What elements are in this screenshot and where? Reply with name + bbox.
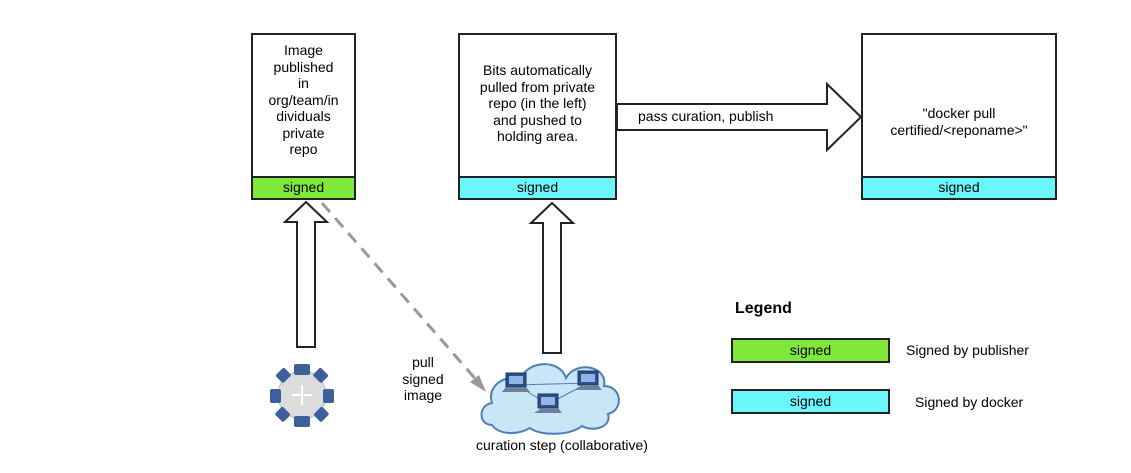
publish-up-arrow <box>282 200 330 348</box>
legend-title: Legend <box>735 300 792 317</box>
curation-up-arrow <box>528 201 576 354</box>
text-line: Bits automatically <box>483 62 592 78</box>
holding-area-box: Bits automatically pulled from private r… <box>458 33 617 178</box>
publisher-repo-box: Image published in org/team/in dividuals… <box>251 33 356 178</box>
text-line: org/team/in <box>268 91 339 108</box>
certified-box-text: "docker pull certified/<reponame>" <box>863 105 1055 138</box>
legend-desc-publisher: Signed by publisher <box>906 342 1029 358</box>
text-line: image <box>403 387 443 403</box>
publish-arrow <box>616 81 863 153</box>
text-line: certified/<reponame>" <box>890 121 1028 138</box>
text-line: and pushed to <box>493 111 582 128</box>
text-line: signed <box>402 370 444 387</box>
legend-swatch-publisher: signed <box>731 338 890 363</box>
certified-signed-badge: signed <box>861 176 1057 200</box>
pull-dashed-arrow <box>320 202 481 384</box>
holding-box-text: Bits automatically pulled from private r… <box>460 62 615 145</box>
publisher-box-text: Image published in org/team/in dividuals… <box>253 42 354 158</box>
team-icon <box>270 364 334 427</box>
text-line: dividuals <box>276 108 331 124</box>
text-line: "docker pull <box>922 105 996 121</box>
legend-swatch-docker: signed <box>731 389 890 414</box>
curation-step-label: curation step (collaborative) <box>476 437 648 453</box>
text-line: published <box>273 58 334 75</box>
text-line: holding area. <box>497 128 578 144</box>
text-line: Image <box>284 42 323 58</box>
pull-signed-image-label: pull signed image <box>402 354 444 404</box>
text-line: private <box>282 124 325 141</box>
publish-arrow-label: pass curation, publish <box>638 108 774 124</box>
cloud-network-icon <box>480 363 620 435</box>
text-line: pull <box>412 354 434 370</box>
certified-repo-box: "docker pull certified/<reponame>" <box>861 33 1057 178</box>
publisher-signed-badge: signed <box>251 176 356 200</box>
text-line: repo <box>289 141 318 157</box>
text-line: repo (in the left) <box>488 95 587 111</box>
text-line: in <box>298 75 309 91</box>
text-line: pulled from private <box>479 78 596 95</box>
legend-desc-docker: Signed by docker <box>915 394 1024 410</box>
holding-signed-badge: signed <box>458 176 617 200</box>
pull-arrowhead <box>470 375 486 392</box>
